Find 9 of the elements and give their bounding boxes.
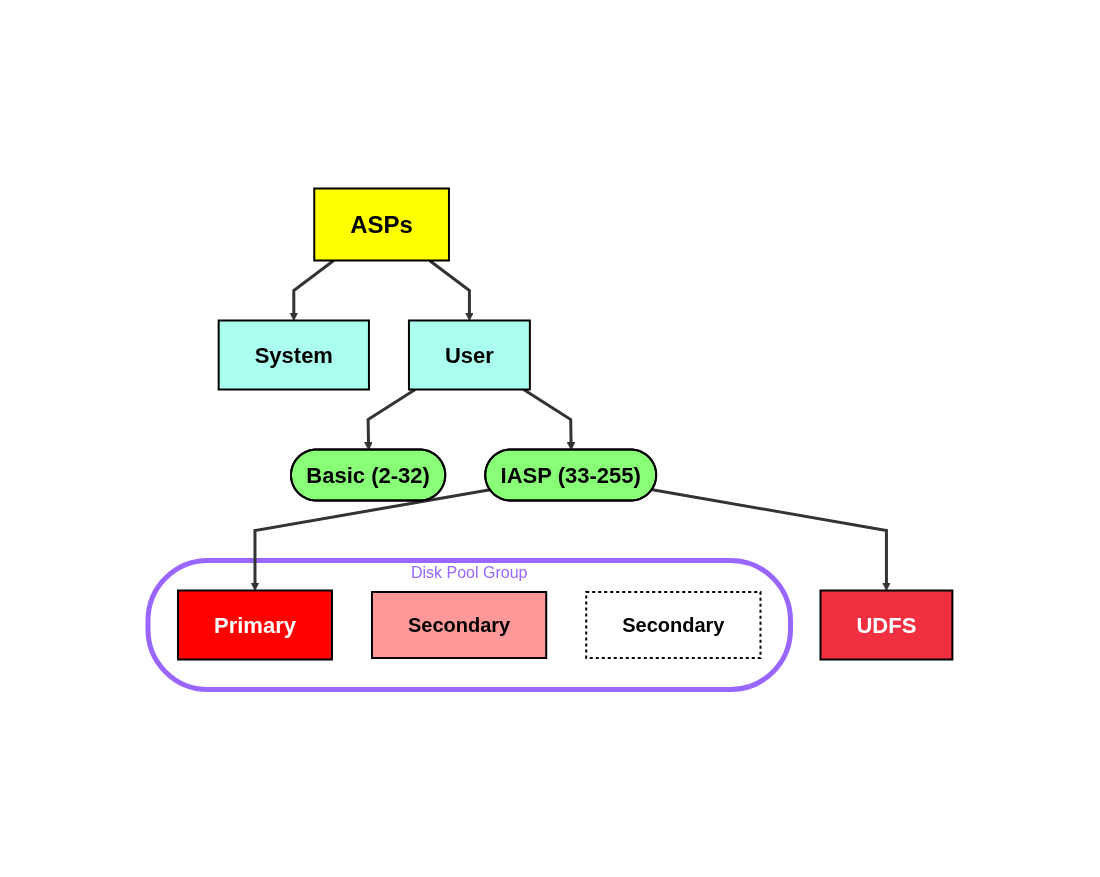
node-box: UDFS <box>819 589 954 660</box>
node-box: Primary <box>176 589 333 660</box>
node-box: ASPs <box>313 187 450 261</box>
node-box: System <box>217 319 370 390</box>
node-box: Secondary <box>370 590 548 659</box>
arrow <box>250 487 491 591</box>
node-box: Secondary <box>585 590 762 659</box>
arrow <box>651 487 891 591</box>
node-box: User <box>407 319 531 390</box>
